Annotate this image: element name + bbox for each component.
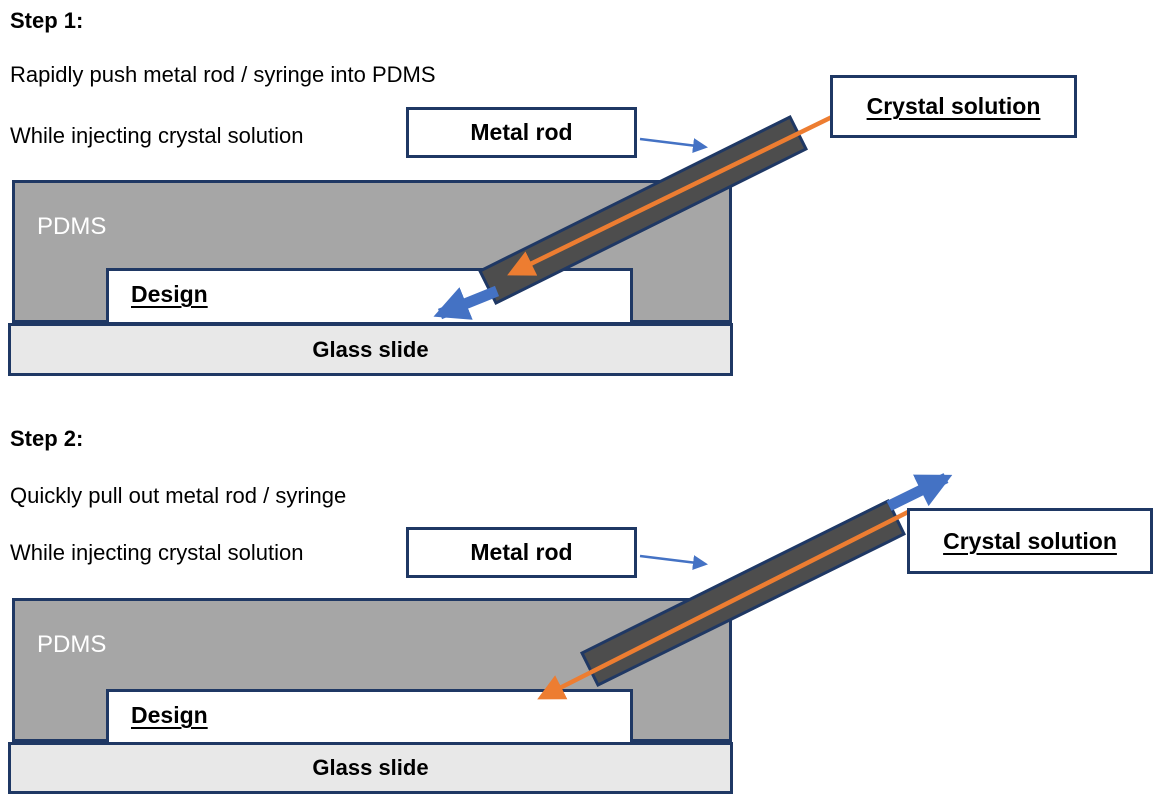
- design-cavity-step2: Design: [106, 689, 633, 745]
- crystal-solution-label-step2: Crystal solution: [943, 527, 1117, 554]
- crystal-solution-label-box-step2: Crystal solution: [907, 508, 1153, 574]
- metal-rod-label-step1: Metal rod: [470, 119, 573, 145]
- crystal-solution-label-step1: Crystal solution: [866, 93, 1041, 119]
- crystal-solution-label-box-step1: Crystal solution: [830, 75, 1077, 138]
- step1-instruction-line2: While injecting crystal solution: [10, 123, 304, 148]
- step2-heading: Step 2:: [10, 426, 84, 451]
- glass-slide-step2: Glass slide: [8, 742, 733, 794]
- metal-rod-label-step2: Metal rod: [470, 539, 573, 565]
- pdms-label-step1: PDMS: [37, 213, 107, 240]
- pull-direction-arrow-step2: [886, 473, 953, 511]
- metal-rod-label-box-step2: Metal rod: [406, 527, 637, 578]
- design-cavity-step1: Design: [106, 268, 633, 325]
- step1-instruction-line1: Rapidly push metal rod / syringe into PD…: [10, 62, 436, 87]
- glass-slide-label-step1: Glass slide: [312, 336, 429, 362]
- metal-rod-pointer-arrow-step1: [639, 137, 708, 153]
- step2-instruction-line2: While injecting crystal solution: [10, 540, 304, 565]
- metal-rod-label-box-step1: Metal rod: [406, 107, 637, 158]
- design-label-step1: Design: [131, 281, 208, 307]
- pdms-label-step2: PDMS: [37, 631, 107, 658]
- step2-instruction-line1: Quickly pull out metal rod / syringe: [10, 483, 347, 508]
- glass-slide-step1: Glass slide: [8, 323, 733, 376]
- metal-rod-pointer-arrow-step2: [639, 554, 708, 570]
- design-label-step2: Design: [131, 702, 208, 728]
- glass-slide-label-step2: Glass slide: [312, 755, 429, 780]
- step1-heading: Step 1:: [10, 8, 84, 33]
